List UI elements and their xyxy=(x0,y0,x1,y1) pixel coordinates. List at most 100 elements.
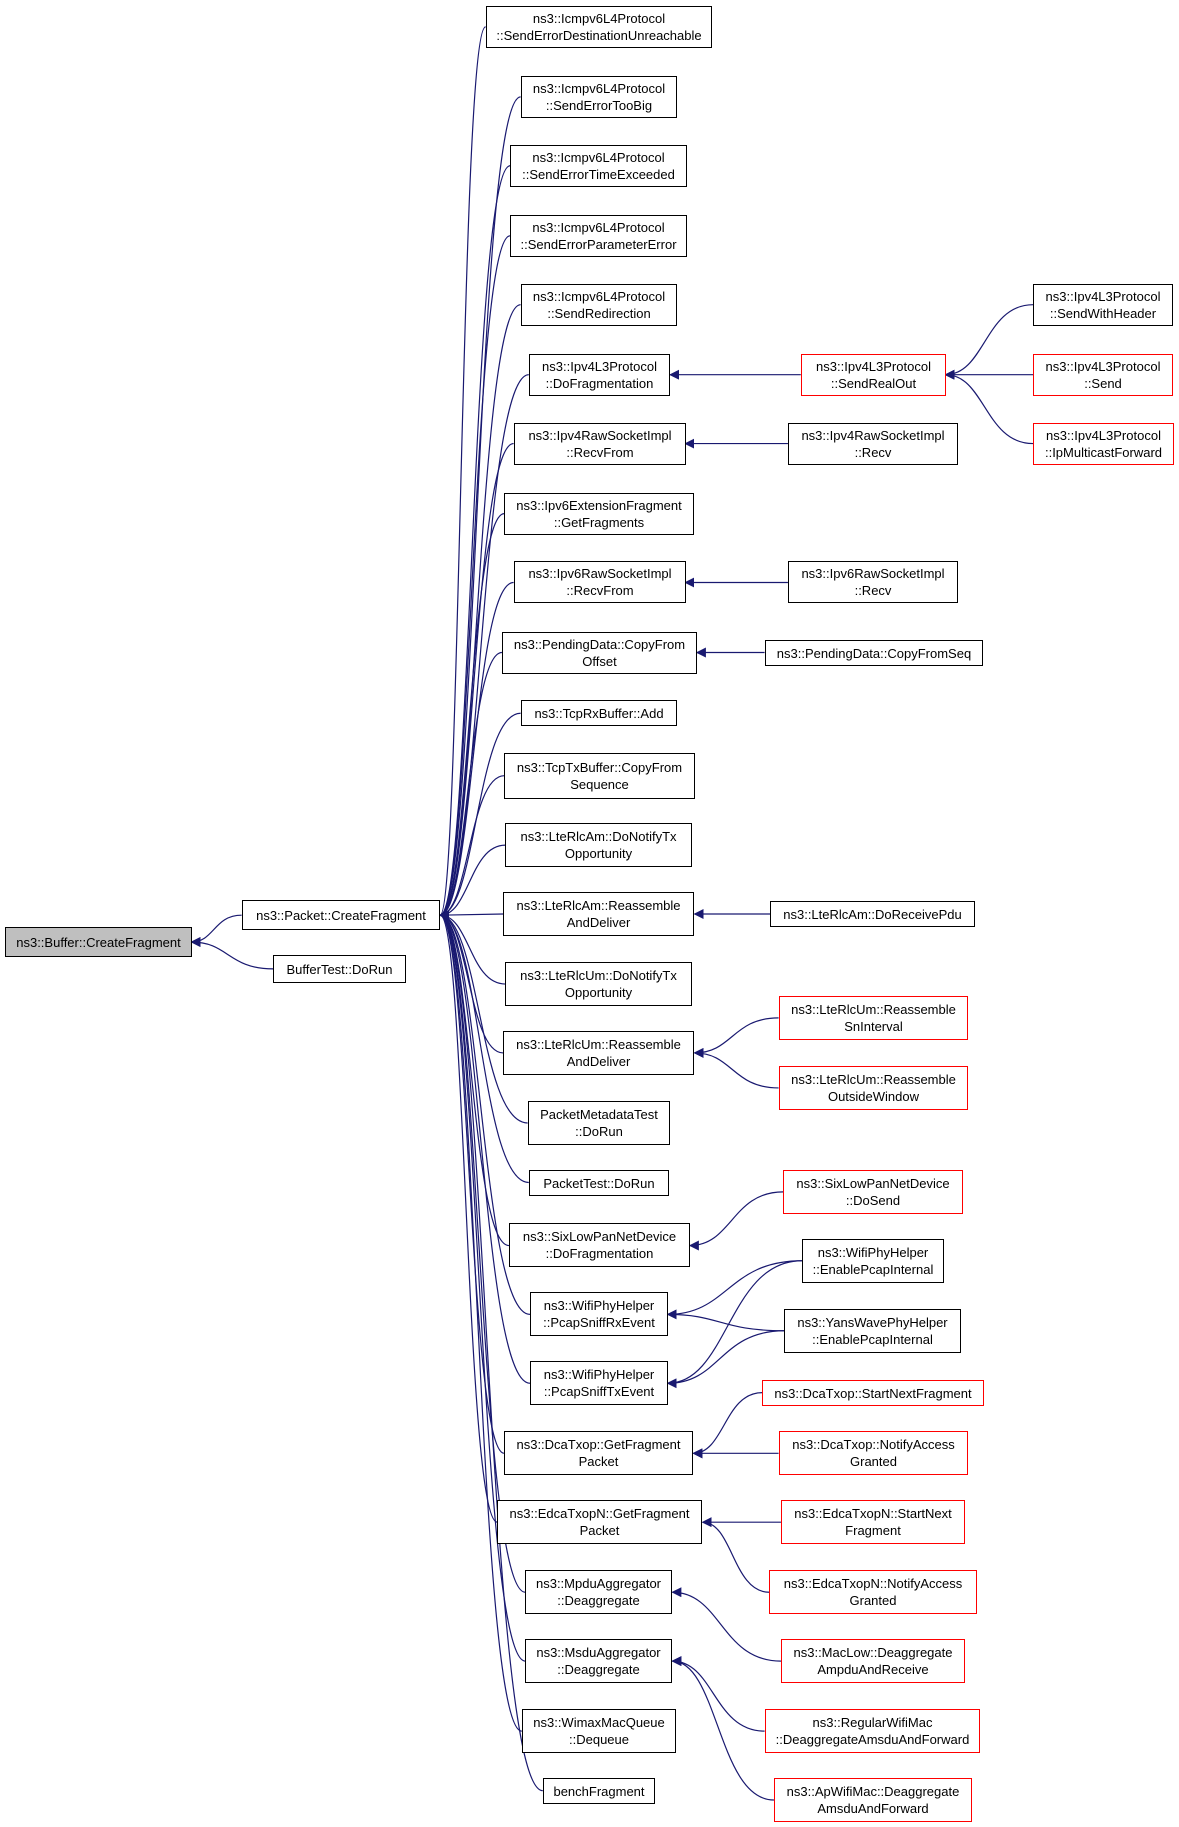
node-label-line: ::EnablePcapInternal xyxy=(812,1262,934,1277)
call-edge-ipv4_mcast-to-ipv4_sendrealout xyxy=(944,369,1034,445)
node-label-line: ns3::LteRlcAm::DoReceivePdu xyxy=(783,906,962,922)
node-label-line: ns3::WifiPhyHelper xyxy=(543,1367,655,1382)
node-label-line: ns3::Ipv6RawSocketImpl xyxy=(528,566,672,581)
node-label-line: ns3::Icmpv6L4Protocol xyxy=(532,289,666,304)
node-label-line: ns3::Packet::CreateFragment xyxy=(256,907,426,923)
node-label-line: ns3::LteRlcAm::Reassemble xyxy=(516,898,681,913)
graph-edges xyxy=(190,26,1034,1801)
ipv4-send-real-out-node[interactable]: ns3::Ipv4L3Protocol::SendRealOut xyxy=(801,354,946,396)
node-label-line: ::PcapSniffTxEvent xyxy=(543,1384,655,1399)
node-label-line: Packet xyxy=(578,1454,619,1469)
lte-rlc-am-do-receive-pdu-node[interactable]: ns3::LteRlcAm::DoReceivePdu xyxy=(770,901,975,927)
node-label-line: ::RecvFrom xyxy=(566,583,634,598)
node-label-line: OutsideWindow xyxy=(827,1089,920,1104)
icmpv6-send-redirection-node[interactable]: ns3::Icmpv6L4Protocol::SendRedirection xyxy=(521,284,677,326)
node-label-line: ::Recv xyxy=(854,445,892,460)
node-label-line: Opportunity xyxy=(564,846,633,861)
call-edge-wimax_dequeue-to-pkt xyxy=(439,910,522,1732)
node-label-line: ::SendErrorParameterError xyxy=(520,237,677,252)
call-edge-mpdu_deagg-to-pkt xyxy=(439,910,526,1593)
node-label-line: ns3::PendingData::CopyFromSeq xyxy=(776,645,972,661)
packet-test-do-run-node[interactable]: PacketTest::DoRun xyxy=(529,1170,669,1196)
node-label-line: Fragment xyxy=(845,1523,901,1538)
node-label-line: ns3::SixLowPanNetDevice xyxy=(522,1229,677,1244)
ipv6-raw-socket-recv-node[interactable]: ns3::Ipv6RawSocketImpl::Recv xyxy=(788,561,958,603)
ipv4-ip-multicast-forward-node[interactable]: ns3::Ipv4L3Protocol::IpMulticastForward xyxy=(1033,423,1174,465)
node-label-line: ns3::Ipv6RawSocketImpl xyxy=(801,566,945,581)
call-edge-wifi_enable-to-wifi_rx xyxy=(666,1260,802,1320)
call-edge-dca_startnext-to-dca_getfrag xyxy=(692,1392,763,1459)
node-label-line: ns3::LteRlcAm::DoNotifyTx xyxy=(520,829,677,844)
node-label-line: Granted xyxy=(850,1454,897,1469)
call-edge-wifi_rx-to-pkt xyxy=(439,910,531,1316)
call-edge-pending_copy-to-pkt xyxy=(439,651,503,921)
node-label-line: ns3::Ipv4L3Protocol xyxy=(1046,428,1161,443)
ipv6-extension-fragment-get-fragments-node[interactable]: ns3::Ipv6ExtensionFragment::GetFragments xyxy=(504,493,694,535)
ipv4-raw-socket-recv-from-node[interactable]: ns3::Ipv4RawSocketImpl::RecvFrom xyxy=(514,423,686,465)
ipv6-raw-socket-recv-from-node[interactable]: ns3::Ipv6RawSocketImpl::RecvFrom xyxy=(514,561,686,603)
call-edge-yans_enable-to-wifi_rx xyxy=(666,1309,785,1332)
call-edge-sixlow_dosend-to-sixlow_dofrag xyxy=(688,1191,784,1251)
dca-txop-start-next-fragment-node[interactable]: ns3::DcaTxop::StartNextFragment xyxy=(762,1380,984,1406)
node-label-line: ns3::ApWifiMac::Deaggregate xyxy=(786,1784,960,1799)
node-label-line: ns3::WifiPhyHelper xyxy=(817,1245,929,1260)
ipv4-raw-socket-recv-node[interactable]: ns3::Ipv4RawSocketImpl::Recv xyxy=(788,423,958,465)
node-label-line: ns3::Ipv4RawSocketImpl xyxy=(801,428,945,443)
node-label-line: ns3::DcaTxop::GetFragment xyxy=(516,1437,681,1452)
node-label-line: ns3::WifiPhyHelper xyxy=(543,1298,655,1313)
call-edge-lteum_sn-to-lteum_reassemble xyxy=(693,1017,779,1058)
node-label-line: ::GetFragments xyxy=(553,515,645,530)
pending-data-copy-from-seq-node[interactable]: ns3::PendingData::CopyFromSeq xyxy=(765,640,983,666)
node-label-line: ns3::TcpTxBuffer::CopyFrom xyxy=(516,760,683,775)
node-label-line: ::Deaggregate xyxy=(557,1593,640,1608)
ipv4-send-node[interactable]: ns3::Ipv4L3Protocol::Send xyxy=(1033,354,1173,396)
buffer-test-do-run-node[interactable]: BufferTest::DoRun xyxy=(273,955,406,983)
node-label-line: ::SendErrorDestinationUnreachable xyxy=(496,28,702,43)
ipv4-send-with-header-node[interactable]: ns3::Ipv4L3Protocol::SendWithHeader xyxy=(1033,284,1173,326)
wimax-mac-queue-dequeue-node[interactable]: ns3::WimaxMacQueue::Dequeue xyxy=(522,1709,676,1753)
call-edge-ipv4raw_recvfrom-to-pkt xyxy=(439,442,514,921)
mpdu-aggregator-deaggregate-node[interactable]: ns3::MpduAggregator::Deaggregate xyxy=(525,1570,672,1614)
node-label-line: ::Recv xyxy=(854,583,892,598)
wifi-phy-helper-pcap-sniff-rx-event-node[interactable]: ns3::WifiPhyHelper::PcapSniffRxEvent xyxy=(530,1292,668,1336)
sixlowpan-do-send-node[interactable]: ns3::SixLowPanNetDevice::DoSend xyxy=(783,1170,963,1214)
msdu-aggregator-deaggregate-node[interactable]: ns3::MsduAggregator::Deaggregate xyxy=(525,1639,672,1683)
node-label-line: ::Dequeue xyxy=(569,1732,629,1747)
node-label-line: ::SendWithHeader xyxy=(1049,306,1157,321)
node-label-line: ::PcapSniffRxEvent xyxy=(543,1315,655,1330)
node-label-line: SnInterval xyxy=(844,1019,903,1034)
icmpv6-send-error-too-big-node[interactable]: ns3::Icmpv6L4Protocol::SendErrorTooBig xyxy=(521,76,677,118)
node-label-line: Opportunity xyxy=(564,985,633,1000)
ipv4-do-fragmentation-node[interactable]: ns3::Ipv4L3Protocol::DoFragmentation xyxy=(529,354,670,396)
node-label-line: ::DoFragmentation xyxy=(545,1246,654,1261)
node-label-line: ns3::LteRlcUm::Reassemble xyxy=(791,1072,956,1087)
icmpv6-send-error-parameter-error-node[interactable]: ns3::Icmpv6L4Protocol::SendErrorParamete… xyxy=(510,215,687,257)
wifi-phy-helper-enable-pcap-internal-node[interactable]: ns3::WifiPhyHelper::EnablePcapInternal xyxy=(802,1239,944,1283)
packet-metadata-test-do-run-node[interactable]: PacketMetadataTest::DoRun xyxy=(528,1101,670,1145)
tcp-rx-buffer-add-node[interactable]: ns3::TcpRxBuffer::Add xyxy=(521,700,677,726)
packet-create-fragment-node[interactable]: ns3::Packet::CreateFragment xyxy=(242,900,440,930)
bench-fragment-node[interactable]: benchFragment xyxy=(543,1778,655,1804)
regular-wifi-mac-deaggregate-amsdu-and-forward-node[interactable]: ns3::RegularWifiMac::DeaggregateAmsduAnd… xyxy=(765,1709,980,1753)
icmpv6-send-error-time-exceeded-node[interactable]: ns3::Icmpv6L4Protocol::SendErrorTimeExce… xyxy=(510,145,687,187)
icmpv6-send-error-destination-unreachable-node[interactable]: ns3::Icmpv6L4Protocol::SendErrorDestinat… xyxy=(486,6,712,48)
call-edge-regwifi_deagg-to-msdu_deagg xyxy=(671,1656,765,1732)
wifi-phy-helper-pcap-sniff-tx-event-node[interactable]: ns3::WifiPhyHelper::PcapSniffTxEvent xyxy=(530,1361,668,1405)
yans-wave-phy-helper-enable-pcap-internal-node[interactable]: ns3::YansWavePhyHelper::EnablePcapIntern… xyxy=(784,1309,961,1353)
sixlowpan-do-fragmentation-node[interactable]: ns3::SixLowPanNetDevice::DoFragmentation xyxy=(509,1223,690,1267)
